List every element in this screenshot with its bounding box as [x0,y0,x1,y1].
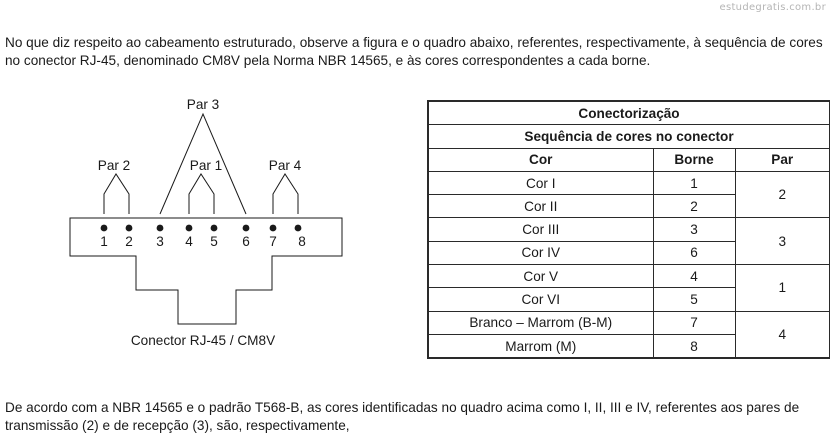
pin-dot-3 [156,224,164,232]
cell-borne: 7 [652,310,736,335]
pin-dot-4 [185,224,193,232]
label-par2: Par 2 [98,158,131,173]
label-par4: Par 4 [269,158,302,173]
cell-cor: Cor I [427,170,654,196]
pin-label-2: 2 [125,234,133,249]
cell-par: 4 [734,310,830,359]
pin-dot-5 [210,224,218,232]
cell-par: 1 [734,264,830,312]
cell-cor: Cor III [427,217,654,242]
pin-label-6: 6 [242,234,250,249]
pin-label-5: 5 [210,234,218,249]
cell-borne: 2 [652,194,736,219]
pin-label-3: 3 [156,234,164,249]
connector-body-outline [69,217,343,325]
pin-dot-8 [294,224,302,232]
cell-borne: 1 [652,170,736,196]
cell-borne: 8 [652,333,736,359]
pin-dot-6 [242,224,250,232]
connectorization-table: Conectorização Sequência de cores no con… [427,100,830,360]
intro-paragraph: No que diz respeito ao cabeamento estrut… [5,35,823,68]
cell-cor: Cor VI [427,287,654,312]
pin-dot-1 [100,224,108,232]
table-subtitle: Sequência de cores no conector [427,124,830,149]
cell-borne: 3 [652,217,736,242]
label-par3: Par 3 [187,97,220,112]
pair4-bracket [272,173,299,214]
cell-borne: 5 [652,287,736,312]
table-row: Cor II 2 [427,194,830,219]
cell-cor: Marrom (M) [427,333,654,359]
table-row: Cor V 4 1 [427,264,830,312]
rj45-connector-diagram: Par 3 Par 2 Par 1 Par 4 1 2 3 4 5 6 7 8 … [69,97,343,348]
figure-caption: Conector RJ-45 / CM8V [131,333,275,348]
question-paragraph: De acordo com a NBR 14565 e o padrão T56… [5,400,800,433]
cell-cor: Cor IV [427,240,654,266]
header-borne: Borne [652,147,736,172]
cell-par: 3 [734,217,830,266]
cell-borne: 6 [652,240,736,266]
pair1-bracket [188,173,215,214]
cell-borne: 4 [652,264,736,289]
header-par: Par [734,147,830,172]
cell-cor: Cor II [427,194,654,219]
pin-dot-2 [125,224,133,232]
pin-label-4: 4 [185,234,193,249]
pair2-bracket [103,173,130,214]
pin-label-1: 1 [100,234,108,249]
table-title: Conectorização [427,100,830,126]
pin-label-8: 8 [298,234,306,249]
pin-label-7: 7 [269,234,277,249]
cell-cor: Branco – Marrom (B-M) [427,310,654,335]
cell-cor: Cor V [427,264,654,289]
pin-dot-7 [269,224,277,232]
table-row: Cor III 3 3 [427,217,830,266]
cell-par: 2 [734,170,830,219]
table-row: Branco – Marrom (B-M) 7 4 [427,310,830,359]
header-cor: Cor [427,147,654,172]
table-row: Marrom (M) 8 [427,333,830,359]
pair3-bracket [159,112,247,215]
site-watermark: estudegratis.com.br [719,2,826,13]
label-par1: Par 1 [190,158,223,173]
table-row: Cor I 1 2 [427,170,830,219]
